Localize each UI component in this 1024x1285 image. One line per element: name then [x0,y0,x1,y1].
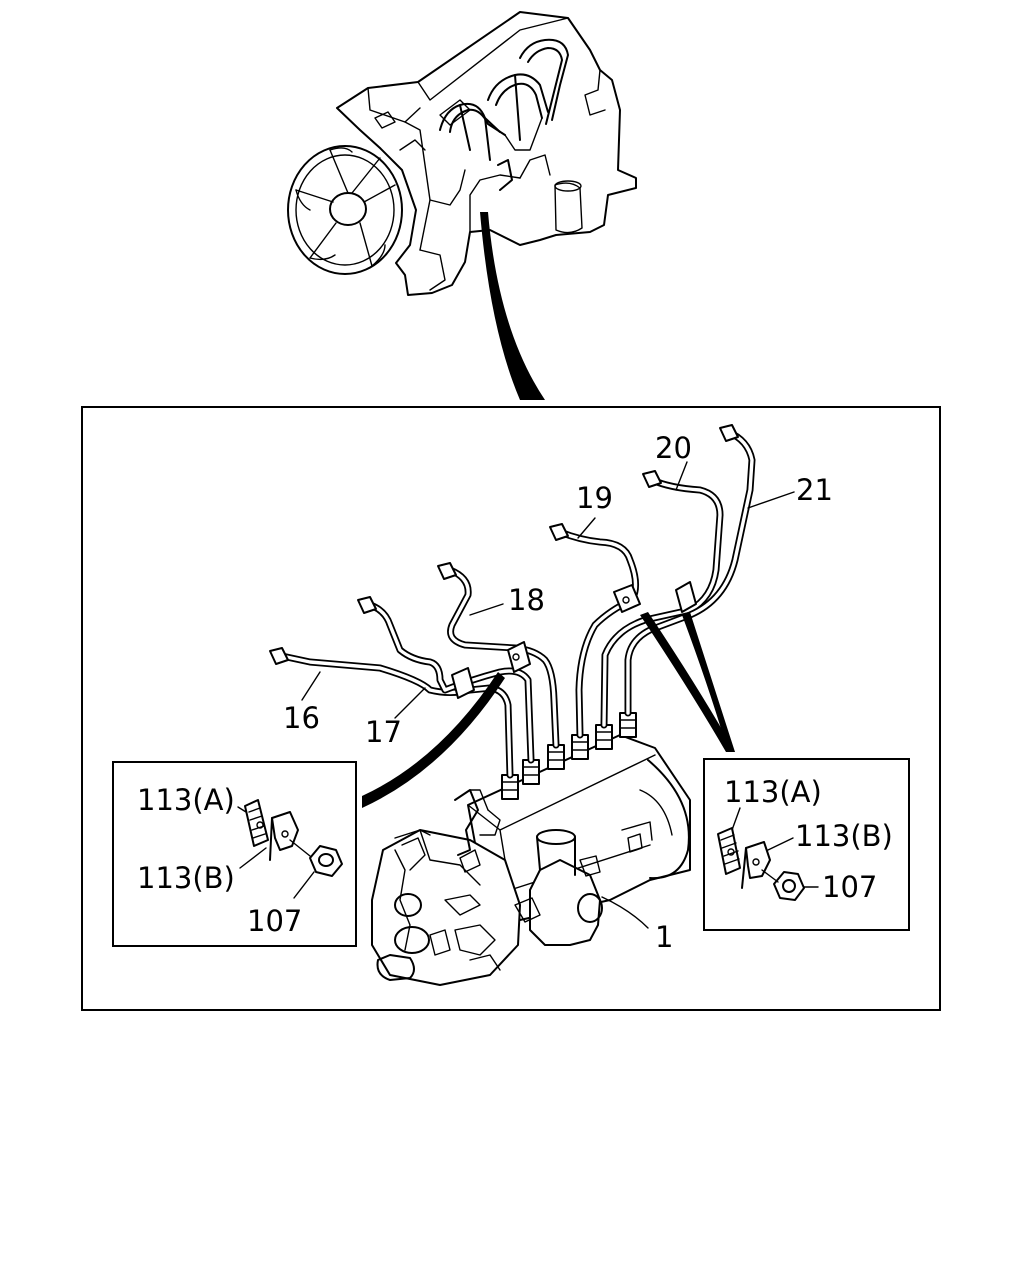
leader-20 [675,461,688,491]
label-left-113b: 113(B) [137,861,235,895]
delivery-valves [501,712,637,800]
clamp-detail-left [112,761,357,947]
label-part-1: 1 [655,920,673,954]
pipe-clamps [451,581,697,699]
leader-19 [577,517,596,539]
label-right-113b: 113(B) [795,819,893,853]
pointer-right-detail-a [640,612,735,752]
injection-pipes [269,424,795,779]
leader-16 [301,671,321,701]
leader-21 [747,491,795,509]
clamp-113a-left [244,799,269,847]
label-right-107: 107 [822,870,877,904]
label-left-113a: 113(A) [137,783,235,817]
leader-18 [469,603,504,616]
overview-pointer [480,212,545,400]
label-left-107: 107 [247,904,302,938]
clamp-detail-right [703,758,910,931]
nut-107-right [773,871,805,901]
label-part-19: 19 [576,481,613,515]
engine-injection-lines [439,38,569,191]
pointer-right-detail-b [682,612,735,752]
pointer-left-detail [362,672,505,808]
label-part-21: 21 [796,473,833,507]
nut-107-left [309,845,343,877]
engine-overview [287,11,637,400]
injection-pump [371,712,691,986]
label-right-113a: 113(A) [724,775,822,809]
label-part-20: 20 [655,431,692,465]
pipe-end-nuts [269,424,739,665]
label-part-16: 16 [283,701,320,735]
leader-17 [394,687,426,719]
label-part-18: 18 [508,583,545,617]
part-labels: 1 16 17 18 19 20 21 113(A) 113(B) 107 11… [137,431,893,954]
engine-fan [287,145,403,275]
label-part-17: 17 [365,715,402,749]
engine-block [336,11,637,296]
leader-part-1 [601,896,649,929]
clamp-detail-left-parts [237,799,343,899]
detail-frame [81,406,941,1011]
clamp-detail-right-parts [717,807,819,901]
